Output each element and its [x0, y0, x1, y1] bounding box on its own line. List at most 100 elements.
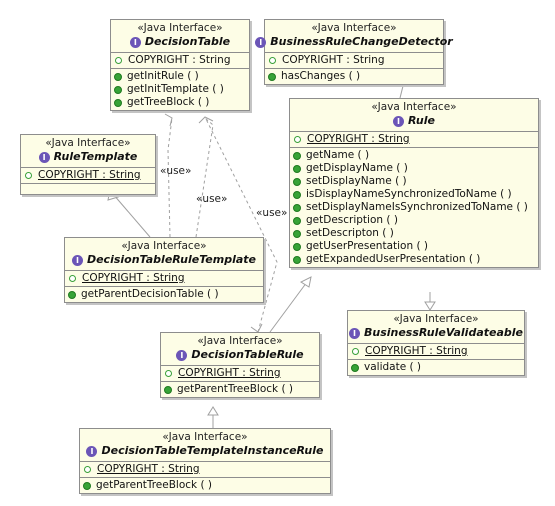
public-method-icon: [293, 255, 301, 264]
use-label: «use»: [196, 193, 228, 205]
field-item: COPYRIGHT : String: [365, 345, 468, 357]
public-method-icon: [293, 216, 301, 225]
class-name: DecisionTableRuleTemplate: [86, 253, 257, 266]
method-item: getExpandedUserPresentation ( ): [306, 253, 481, 265]
method-item: getDescription ( ): [306, 214, 398, 226]
interface-icon: I: [255, 36, 267, 48]
generalization-arrowhead: [424, 301, 436, 311]
class-name: DecisionTable: [144, 35, 231, 48]
methods-section: getInitRule ( ) getInitTemplate ( ) getT…: [111, 69, 249, 110]
methods-section: validate ( ): [348, 360, 524, 375]
method-item: isDisplayNameSynchronizedToName ( ): [306, 188, 512, 200]
class-name: DecisionTableTemplateInstanceRule: [101, 444, 324, 457]
method-item: setDisplayNameIsSynchronizedToName ( ): [306, 201, 528, 213]
field-item: COPYRIGHT : String: [82, 272, 185, 284]
public-method-icon: [114, 72, 122, 81]
interface-icon: I: [348, 327, 360, 339]
generalization-arrowhead: [299, 276, 312, 288]
methods-section: [21, 184, 155, 194]
use-label: «use»: [256, 207, 288, 219]
method-item: getUserPresentation ( ): [306, 240, 428, 252]
public-field-icon: [25, 172, 32, 179]
public-method-icon: [114, 85, 122, 94]
stereotype-label: «Java Interface»: [197, 335, 283, 347]
methods-section: getName ( ) getDisplayName ( ) setDispla…: [290, 148, 538, 267]
methods-section: hasChanges ( ): [265, 69, 443, 84]
class-name: BusinessRuleChangeDetector: [270, 35, 453, 48]
method-item: getName ( ): [306, 149, 370, 161]
class-name: RuleTemplate: [53, 150, 138, 163]
fields-section: COPYRIGHT : String: [290, 132, 538, 148]
use-label: «use»: [160, 165, 192, 177]
generalization-edge: [112, 193, 151, 238]
interface-icon: I: [71, 254, 83, 266]
public-method-icon: [293, 190, 301, 199]
method-item: getParentTreeBlock ( ): [177, 383, 293, 395]
field-item: COPYRIGHT : String: [128, 54, 231, 66]
interface-icon: I: [129, 36, 141, 48]
public-method-icon: [293, 151, 301, 160]
use-arrowhead: [164, 113, 173, 127]
fields-section: COPYRIGHT : String: [65, 271, 263, 287]
stereotype-label: «Java Interface»: [45, 137, 131, 149]
class-name: BusinessRuleValidateable: [363, 326, 524, 339]
methods-section: getParentDecisionTable ( ): [65, 287, 263, 302]
method-item: validate ( ): [364, 361, 422, 373]
class-name: DecisionTableRule: [191, 348, 304, 361]
fields-section: COPYRIGHT : String: [21, 168, 155, 184]
stereotype-label: «Java Interface»: [393, 313, 479, 325]
public-field-icon: [69, 275, 76, 282]
fields-section: COPYRIGHT : String: [265, 53, 443, 69]
class-name: Rule: [408, 114, 435, 127]
method-item: getDisplayName ( ): [306, 162, 408, 174]
methods-section: getParentTreeBlock ( ): [80, 478, 330, 493]
public-method-icon: [293, 203, 301, 212]
interface-icon: I: [86, 445, 98, 457]
stereotype-label: «Java Interface»: [371, 101, 457, 113]
public-method-icon: [68, 290, 76, 299]
public-method-icon: [351, 363, 359, 372]
use-dependency-edge: [167, 117, 173, 238]
interface-icon: I: [38, 151, 50, 163]
public-method-icon: [293, 177, 301, 186]
interface-icon: I: [393, 115, 405, 127]
generalization-arrowhead: [207, 406, 219, 416]
method-item: setDescripton ( ): [306, 227, 394, 239]
method-item: getParentTreeBlock ( ): [96, 479, 212, 491]
stereotype-label: «Java Interface»: [162, 431, 248, 443]
public-method-icon: [268, 72, 276, 81]
public-method-icon: [293, 229, 301, 238]
use-dependency-edge: [195, 117, 214, 238]
generalization-edge: [269, 281, 308, 333]
method-item: setDisplayName ( ): [306, 175, 407, 187]
use-arrowhead: [198, 116, 214, 124]
stereotype-label: «Java Interface»: [311, 22, 397, 34]
public-field-icon: [352, 348, 359, 355]
field-item: COPYRIGHT : String: [282, 54, 385, 66]
field-item: COPYRIGHT : String: [38, 169, 141, 181]
methods-section: getParentTreeBlock ( ): [161, 382, 319, 397]
stereotype-label: «Java Interface»: [121, 240, 207, 252]
use-dependency-edge: [204, 116, 278, 333]
field-item: COPYRIGHT : String: [178, 367, 281, 379]
method-item: getTreeBlock ( ): [127, 96, 210, 108]
field-item: COPYRIGHT : String: [307, 133, 410, 145]
fields-section: COPYRIGHT : String: [80, 462, 330, 478]
fields-section: COPYRIGHT : String: [348, 344, 524, 360]
public-method-icon: [293, 164, 301, 173]
